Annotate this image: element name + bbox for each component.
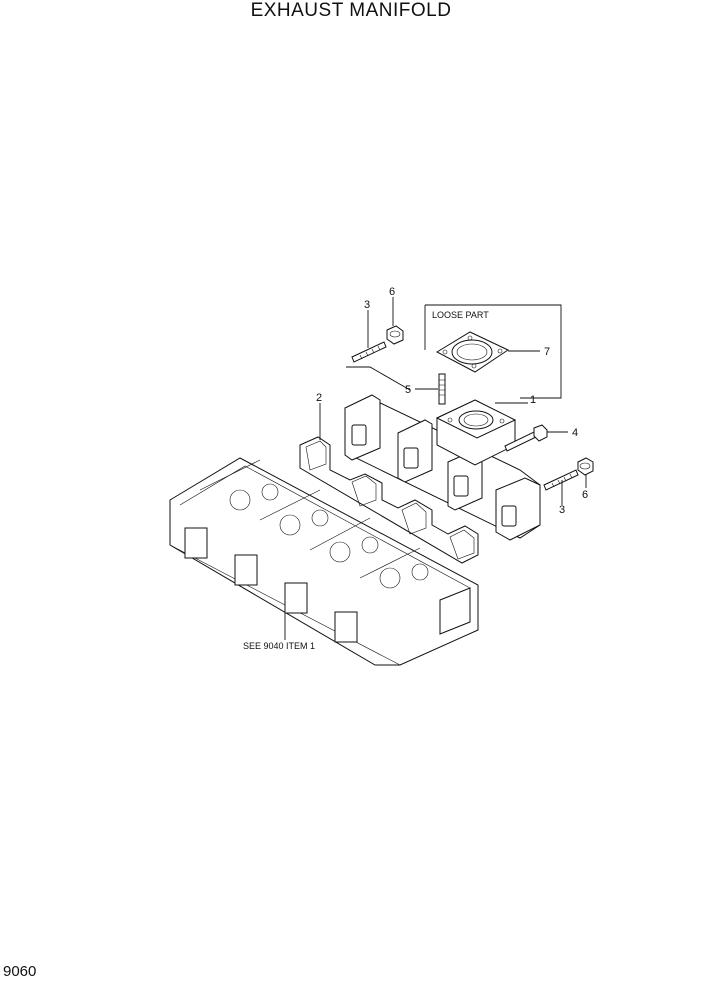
cylinder-head-reference [169,457,479,666]
callout-3-top: 3 [364,299,370,311]
leader-stud-to-manifold [346,366,411,391]
loose-part-box: LOOSE PART [424,304,562,399]
callout-3-bottom: 3 [559,504,565,516]
loose-part-label: LOOSE PART [432,310,489,320]
callout-7: 7 [544,346,550,358]
nut-part-6-top [386,297,404,345]
callout-1: 1 [530,394,536,406]
page-title: EXHAUST MANIFOLD [250,0,452,21]
stud-part-5 [415,373,446,405]
page-number: 9060 [3,963,37,980]
exhaust-manifold-part-1 [344,394,541,541]
callout-6-bottom: 6 [582,489,588,501]
callout-6-top: 6 [389,286,395,298]
callout-2: 2 [316,392,322,404]
callout-4: 4 [572,427,578,439]
callout-5: 5 [405,384,411,396]
flange-gasket-part-7 [435,331,510,373]
nut-part-6-bottom [577,457,594,488]
reference-note: SEE 9040 ITEM 1 [243,641,315,651]
bolt-part-4 [504,424,568,452]
manifold-gasket-part-2 [299,403,479,564]
stud-part-3-top [351,310,387,363]
stud-part-3-bottom [543,469,579,505]
